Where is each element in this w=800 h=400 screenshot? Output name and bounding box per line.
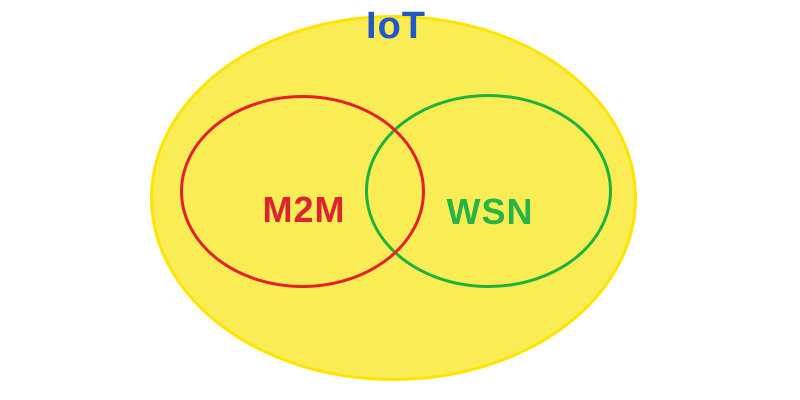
m2m-set-label: M2M xyxy=(262,189,346,230)
m2m-set-circle xyxy=(180,95,425,288)
wsn-set-label: WSN xyxy=(446,191,534,232)
iot-set-label: IoT xyxy=(366,5,426,47)
